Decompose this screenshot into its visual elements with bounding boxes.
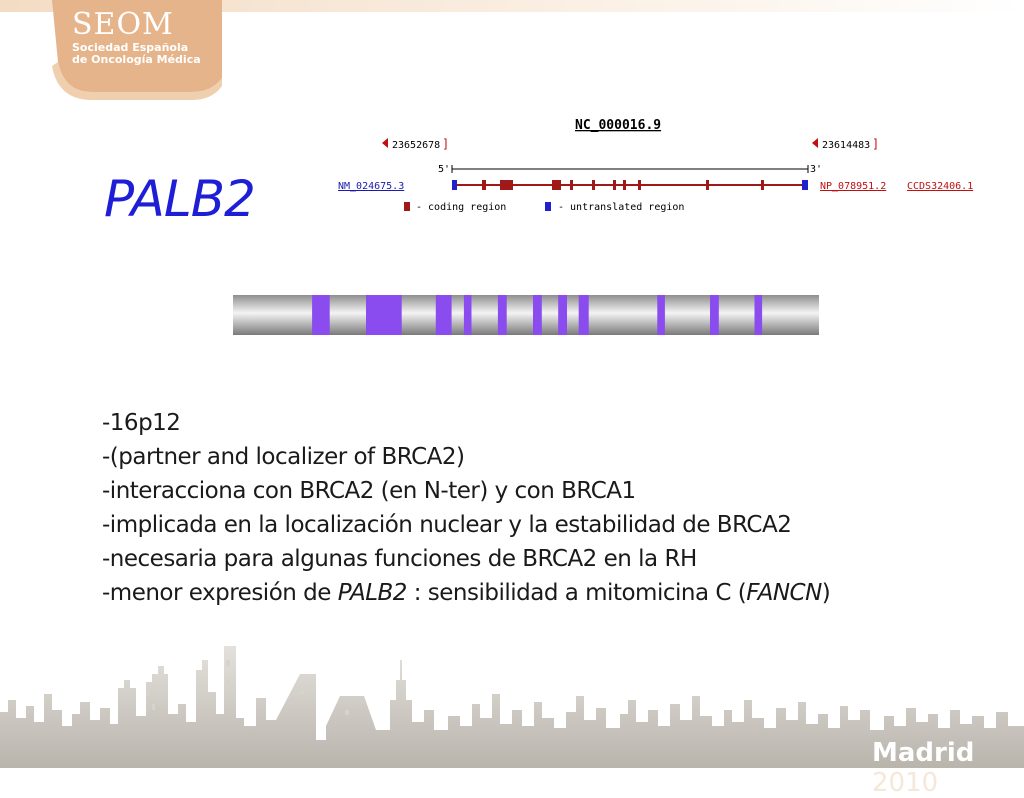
utr-legend: - untranslated region [558, 202, 684, 213]
coding-legend: - coding region [416, 202, 506, 213]
bar-background [233, 295, 819, 335]
exon-band [463, 295, 472, 335]
madrid-skyline [0, 646, 1024, 768]
exon-band [558, 295, 567, 335]
ccds-link[interactable]: CCDS32406.1 [907, 181, 973, 192]
bullet-item: -interacciona con BRCA2 (en N-ter) y con… [102, 478, 636, 504]
right-arrow-icon [812, 138, 818, 148]
left-arrow-icon [382, 138, 388, 148]
exon-band [435, 295, 452, 335]
bullet-item: -16p12 [102, 410, 181, 436]
five-prime-label: 5' [438, 164, 450, 175]
bullet-item: -(partner and localizer of BRCA2) [102, 444, 465, 470]
three-prime-label: 3' [810, 164, 822, 175]
exon-band [710, 295, 719, 335]
gene-name: FANCN [746, 580, 822, 606]
gene-structure-map: NC_000016.9 23652678 ] 23614483 ] 5' 3' … [338, 118, 973, 213]
slide-title: PALB2 [104, 170, 256, 228]
exon-bar [233, 295, 819, 335]
exon-band [657, 295, 665, 335]
bullet-item: -menor expresión de PALB2 : sensibilidad… [102, 576, 831, 610]
seom-logo [52, 0, 222, 100]
accession-label: NC_000016.9 [575, 118, 661, 133]
bullet-text: ) [821, 580, 831, 606]
gene-name: PALB2 [337, 580, 408, 606]
footer-brand: Madrid 2010 [872, 738, 1024, 798]
logo-main: SEOM [72, 7, 174, 42]
bullet-item: -necesaria para algunas funciones de BRC… [102, 546, 697, 572]
footer-city: Madrid [872, 738, 975, 768]
logo-line1: Sociedad Española [72, 41, 189, 54]
utr-legend-swatch [545, 202, 551, 211]
bullet-text: : sensibilidad a mitomicina C ( [406, 580, 747, 606]
exon-band [312, 295, 330, 335]
header-band [0, 0, 1024, 12]
bullet-list: -16p12 -(partner and localizer of BRCA2)… [102, 406, 831, 610]
exon-band [578, 295, 589, 335]
exon-band [497, 295, 507, 335]
exon-band [366, 295, 402, 335]
left-coord: 23652678 [392, 140, 440, 151]
bullet-text: -menor expresión de [102, 580, 338, 606]
exon-band [754, 295, 763, 335]
logo-line2: de Oncología Médica [72, 53, 201, 66]
coding-legend-swatch [404, 202, 410, 211]
svg-text:]: ] [872, 137, 879, 151]
right-coord: 23614483 [822, 140, 870, 151]
logo-text: SEOM Sociedad Española de Oncología Médi… [72, 8, 201, 66]
bullet-item: -implicada en la localización nuclear y … [102, 512, 792, 538]
footer-year: 2010 [872, 768, 939, 798]
exon-band [533, 295, 542, 335]
protein-link[interactable]: NP_078951.2 [820, 181, 886, 192]
mrna-link[interactable]: NM_024675.3 [338, 181, 404, 192]
svg-text:]: ] [442, 137, 449, 151]
